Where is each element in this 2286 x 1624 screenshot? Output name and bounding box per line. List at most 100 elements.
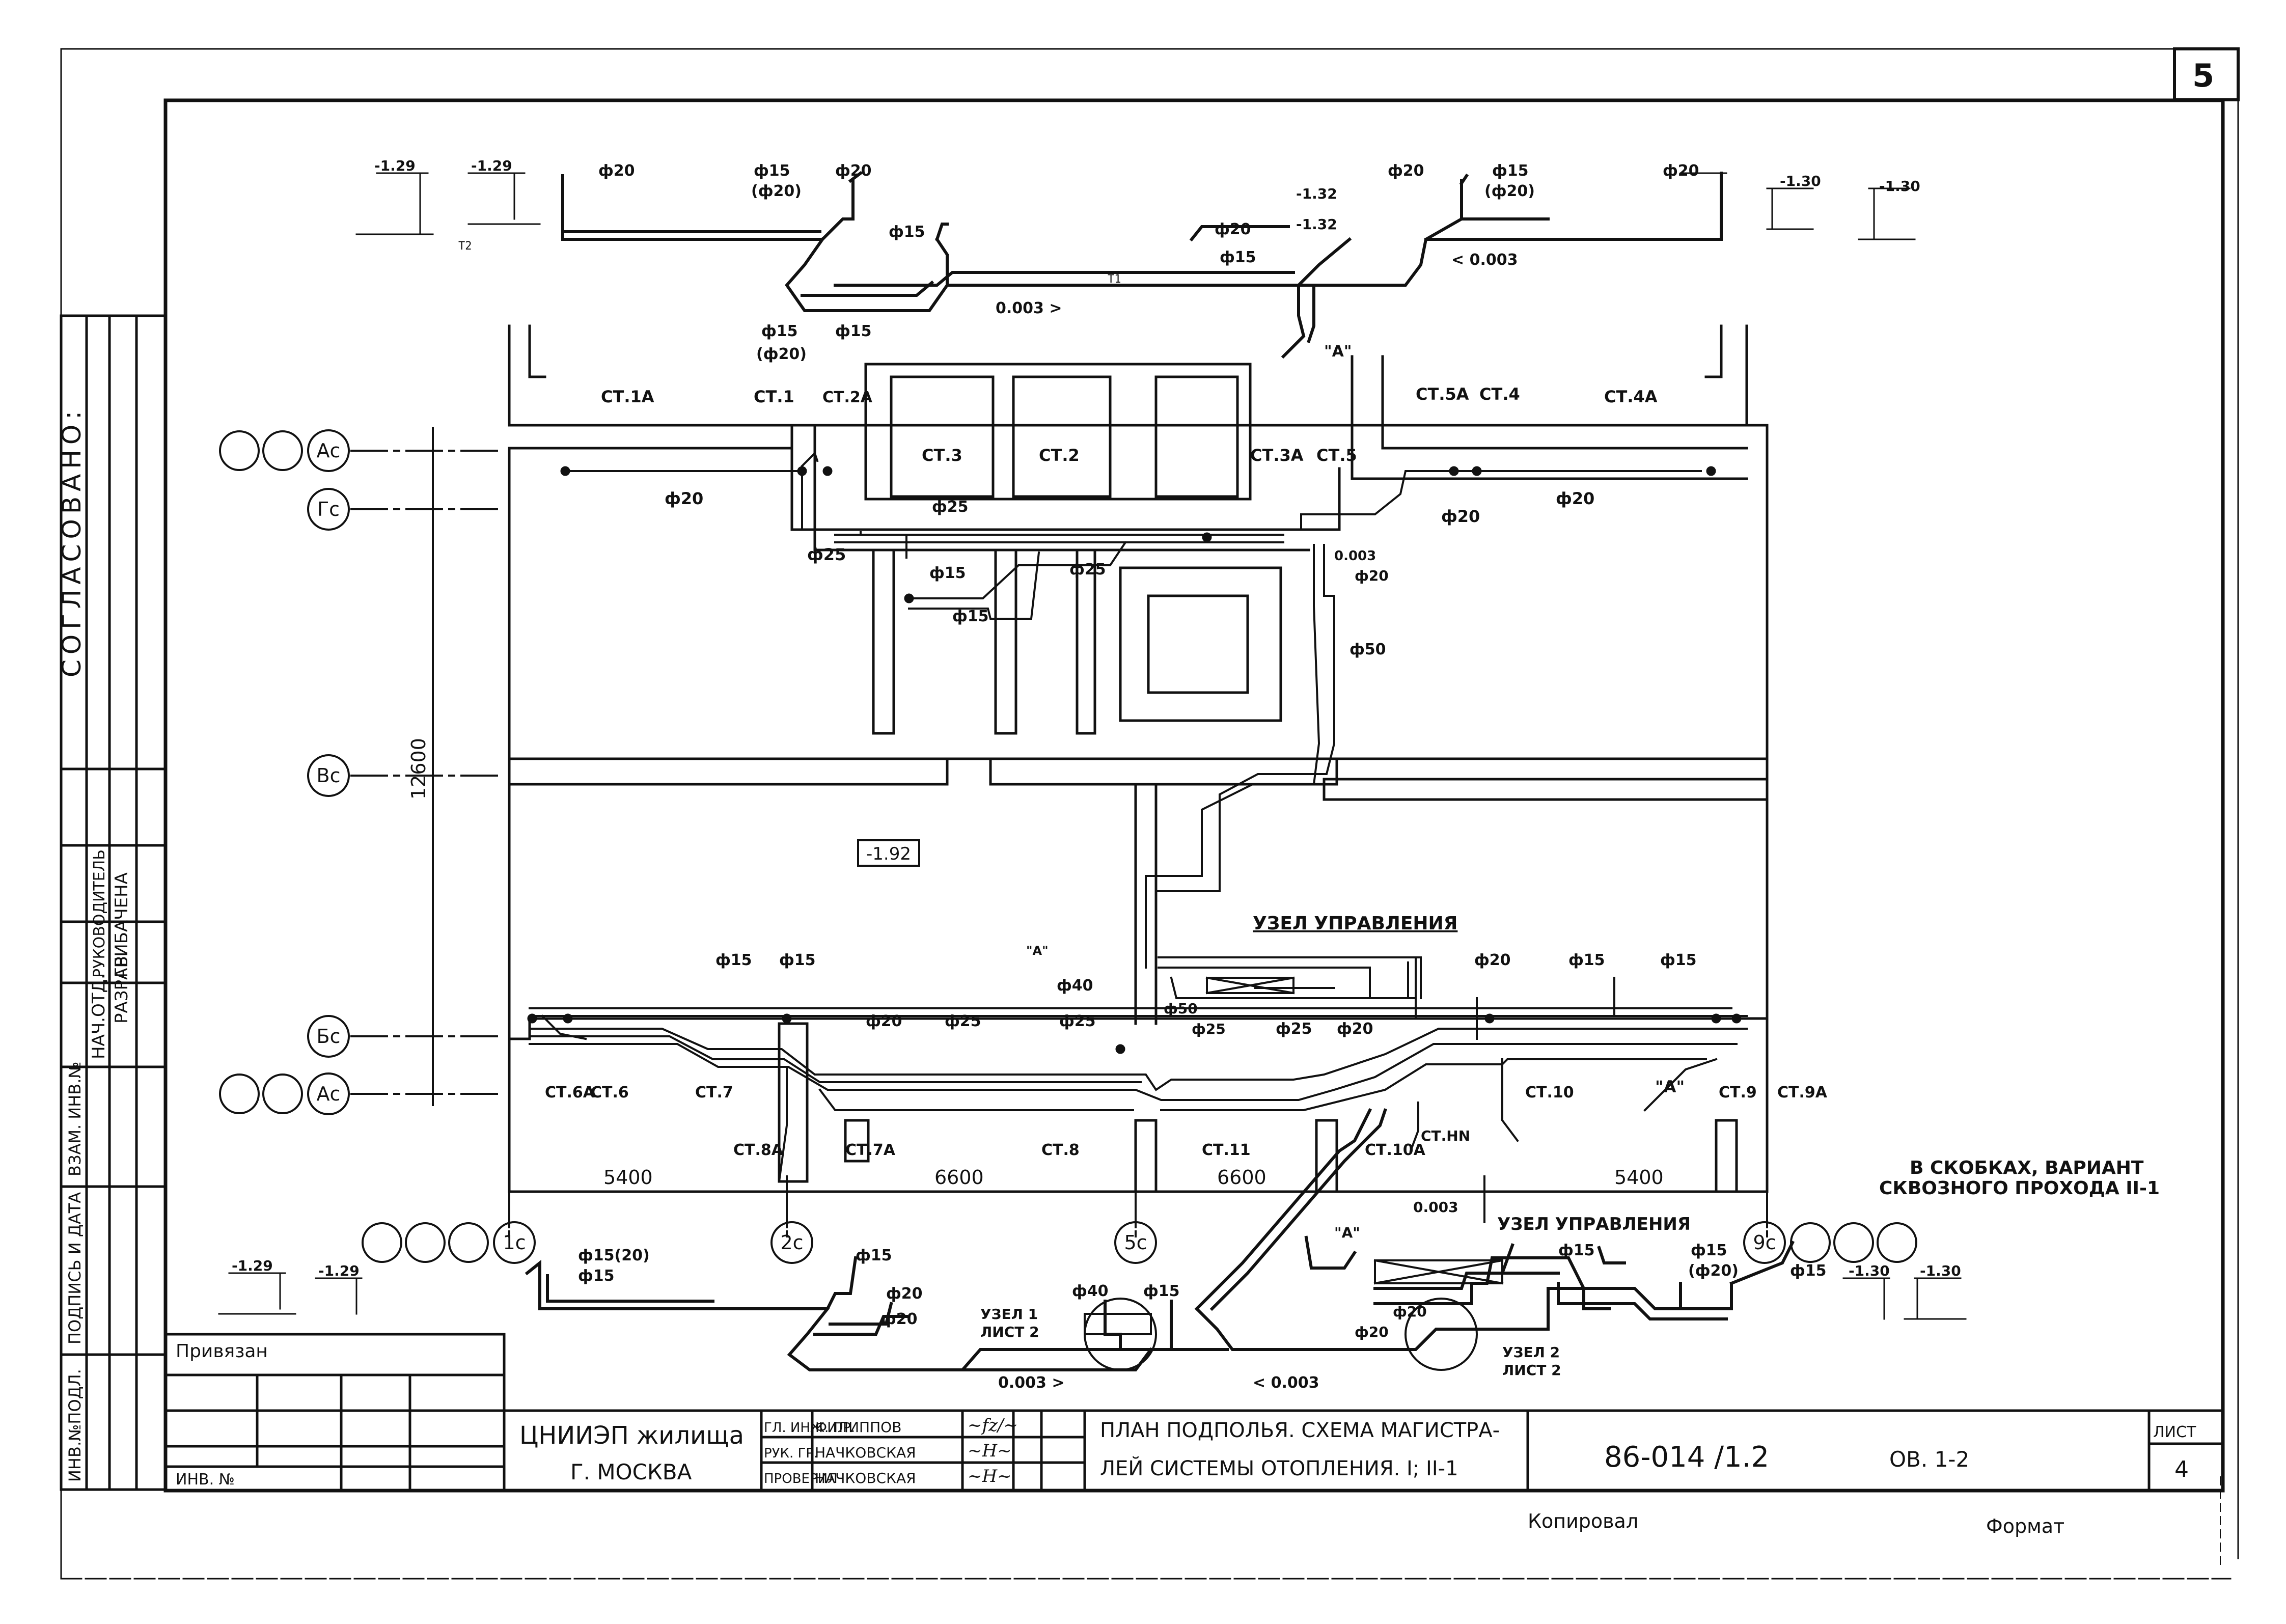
stamp-inv-podl: ИНВ.№ПОДЛ. [65, 1369, 85, 1482]
plan-dia-15: ф25 [1059, 1012, 1096, 1030]
plan-dia-10: ф20 [1355, 567, 1389, 584]
riser-st1: СТ.1 [754, 387, 794, 406]
bot-level-4: -1.30 [1920, 1262, 1961, 1279]
plan-dia-9: ф50 [1349, 641, 1386, 658]
note-line-1: В СКОБКАХ, ВАРИАНТ [1910, 1158, 2144, 1178]
axis-label-bs: Бс [317, 1025, 341, 1048]
top-level-6: -1.30 [1879, 178, 1920, 195]
stamp-raz-label: РАЗРАБ. [112, 951, 132, 1024]
plan-pipes [529, 451, 1748, 1183]
riser-st5a: СТ.5А [1416, 384, 1469, 404]
plan-dia-3: ф25 [932, 498, 969, 516]
signature-1: ~fz/~ [968, 1415, 1018, 1436]
axis-label-1s: 1с [503, 1231, 526, 1254]
name-2: НАЧКОВСКАЯ [815, 1444, 916, 1461]
top-level-3: -1.32 [1296, 185, 1337, 202]
riser-st2: СТ.2 [1039, 446, 1080, 465]
axis-label-as-top: Ас [317, 439, 341, 462]
plan-dia-16: ф40 [1057, 977, 1093, 995]
bot-dia-11: ф15 [1691, 1242, 1727, 1259]
plan-ref-a-node: "A" [1026, 944, 1049, 958]
plan-dia-20: ф20 [1337, 1020, 1373, 1038]
plan-dia-2: ф25 [807, 545, 846, 564]
name-1: ФИЛИППОВ [815, 1419, 901, 1436]
riser-st9a: СТ.9А [1777, 1084, 1828, 1102]
riser-st6a: СТ.6А [545, 1084, 595, 1102]
top-dia-10: ф15 [1220, 249, 1256, 266]
plan-riser-dots [527, 466, 1742, 1054]
signature-2: ~H~ [968, 1441, 1012, 1461]
sheet-code: ОВ. 1-2 [1889, 1447, 1969, 1472]
list-label: ЛИСТ [2153, 1423, 2196, 1441]
dim-total: 12600 [407, 738, 430, 800]
sheet-number: 5 [2192, 57, 2214, 94]
signature-3: ~H~ [968, 1466, 1012, 1487]
top-dia-13: (ф20) [1484, 182, 1535, 200]
riser-st7a: СТ.7А [845, 1141, 896, 1159]
footer-copied: Копировал [1528, 1510, 1638, 1532]
title-line-2: ЛЕЙ СИСТЕМЫ ОТОПЛЕНИЯ. I; II-1 [1100, 1456, 1458, 1480]
bot-dia-4: ф20 [886, 1285, 923, 1303]
top-dia-6: ф15 [761, 322, 798, 340]
note-line-2: СКВОЗНОГО ПРОХОДА II-1 [1879, 1178, 2160, 1199]
list-number: 4 [2174, 1456, 2189, 1482]
riser-st3a: СТ.3А [1250, 446, 1304, 465]
plan-dia-17: ф50 [1164, 1000, 1198, 1017]
stamp-nach-label: НАЧ.ОТД. [89, 974, 109, 1059]
bot-dia-7: ф15 [1143, 1282, 1180, 1300]
bot-dia-9: ф20 [1393, 1303, 1427, 1320]
bot-dia-8: ф20 [1355, 1324, 1389, 1340]
footer-format: Формат [1986, 1515, 2064, 1537]
name-3: НАЧКОВСКАЯ [815, 1470, 916, 1487]
axis-label-as-bottom: Ас [317, 1083, 341, 1105]
top-dia-1: ф20 [598, 162, 635, 180]
plan-dia-1: ф20 [665, 489, 703, 508]
axis-label-2s: 2с [780, 1231, 803, 1254]
riser-st2a: СТ.2А [822, 389, 873, 406]
privyazan-label: Привязан [176, 1341, 268, 1362]
plan-slope-bot: 0.003 [1413, 1199, 1458, 1216]
pipe-tag-t2: T2 [458, 240, 472, 253]
plan-dia-12: ф15 [779, 951, 816, 969]
riser-st9: СТ.9 [1719, 1084, 1757, 1102]
bot-dia-5: ф20 [881, 1310, 918, 1328]
top-dia-5: ф15 [889, 223, 925, 241]
bottom-levels [218, 1272, 1967, 1320]
dim-3: 6600 [1217, 1166, 1266, 1189]
riser-st4: СТ.4 [1479, 384, 1520, 404]
plan-dia-5: ф15 [952, 608, 989, 625]
plan-dia-6: ф25 [1069, 561, 1106, 579]
riser-st1a: СТ.1А [601, 387, 654, 406]
dim-1: 5400 [603, 1166, 653, 1189]
plan-dia-19: ф25 [1276, 1020, 1312, 1038]
dim-4: 5400 [1614, 1166, 1664, 1189]
top-dia-2: ф15 [754, 162, 790, 180]
top-dia-14: ф20 [1663, 162, 1699, 180]
node2-sheet: ЛИСТ 2 [1502, 1362, 1561, 1379]
bot-dia-10: ф15 [1558, 1242, 1595, 1259]
riser-st8a: СТ.8А [733, 1141, 784, 1159]
plan-dia-13: ф20 [866, 1012, 902, 1030]
plan-slope-top: 0.003 [1334, 548, 1376, 564]
riser-st3: СТ.3 [922, 446, 962, 465]
top-slope-1: 0.003 > [996, 299, 1062, 317]
bot-dia-2: ф15 [578, 1267, 615, 1285]
axis-label-vs: Вс [317, 764, 341, 787]
riser-st7: СТ.7 [695, 1084, 733, 1102]
top-level-5: -1.30 [1780, 173, 1821, 189]
plan-dia-22: ф15 [1568, 951, 1605, 969]
labels: 5 СОГЛАСОВАНО: РАЗРАБ. ГРИБАЧЕНА НАЧ.ОТД… [57, 57, 2214, 1537]
top-scheme [355, 171, 1916, 359]
plan-dia-4: ф15 [929, 564, 966, 582]
node1-sheet: ЛИСТ 2 [980, 1324, 1039, 1340]
side-stamp [60, 314, 167, 1491]
dim-2: 6600 [934, 1166, 984, 1189]
role-3: ПРОВЕРИЛ [764, 1471, 838, 1487]
top-level-2: -1.29 [471, 157, 512, 174]
plan-dia-11: ф15 [715, 951, 752, 969]
top-slope-2: < 0.003 [1451, 251, 1518, 269]
riser-st4a: СТ.4А [1604, 387, 1658, 406]
doc-code: 86-014 /1.2 [1604, 1441, 1769, 1474]
bottom-valve-units [1084, 1259, 1504, 1371]
